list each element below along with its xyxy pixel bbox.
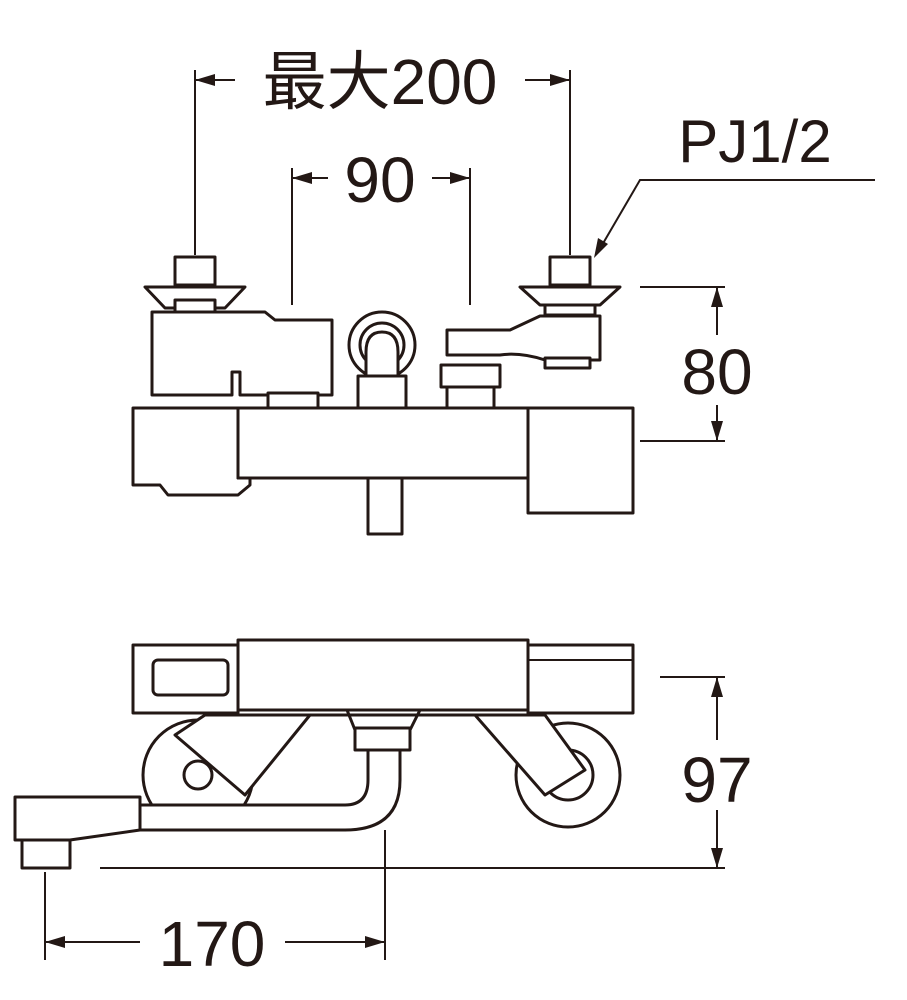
dimension-label: 97 xyxy=(681,744,752,816)
valve-body xyxy=(131,406,635,536)
dimension-90: 90 xyxy=(291,144,471,305)
dimension-max-200: 最大200 xyxy=(194,45,571,255)
thread-label: PJ1/2 xyxy=(678,108,831,175)
dimension-97: 97 xyxy=(100,676,769,869)
dimension-170: 170 xyxy=(44,830,386,980)
spout xyxy=(13,726,412,870)
body-top xyxy=(131,638,635,732)
thread-callout: PJ1/2 xyxy=(594,108,875,258)
dimension-label: 最大200 xyxy=(263,46,498,118)
front-view: 最大200 90 PJ1/2 80 xyxy=(131,45,875,536)
top-view: 97 170 xyxy=(13,638,769,980)
right-eccentric xyxy=(473,713,622,829)
dimension-label: 80 xyxy=(681,336,752,408)
right-inlet-fitting xyxy=(439,255,622,410)
dimension-label: 170 xyxy=(159,908,266,980)
dimension-label: 90 xyxy=(344,144,415,216)
left-inlet-fitting xyxy=(143,255,334,410)
dimension-80: 80 xyxy=(640,286,769,442)
center-outlet xyxy=(347,310,417,410)
